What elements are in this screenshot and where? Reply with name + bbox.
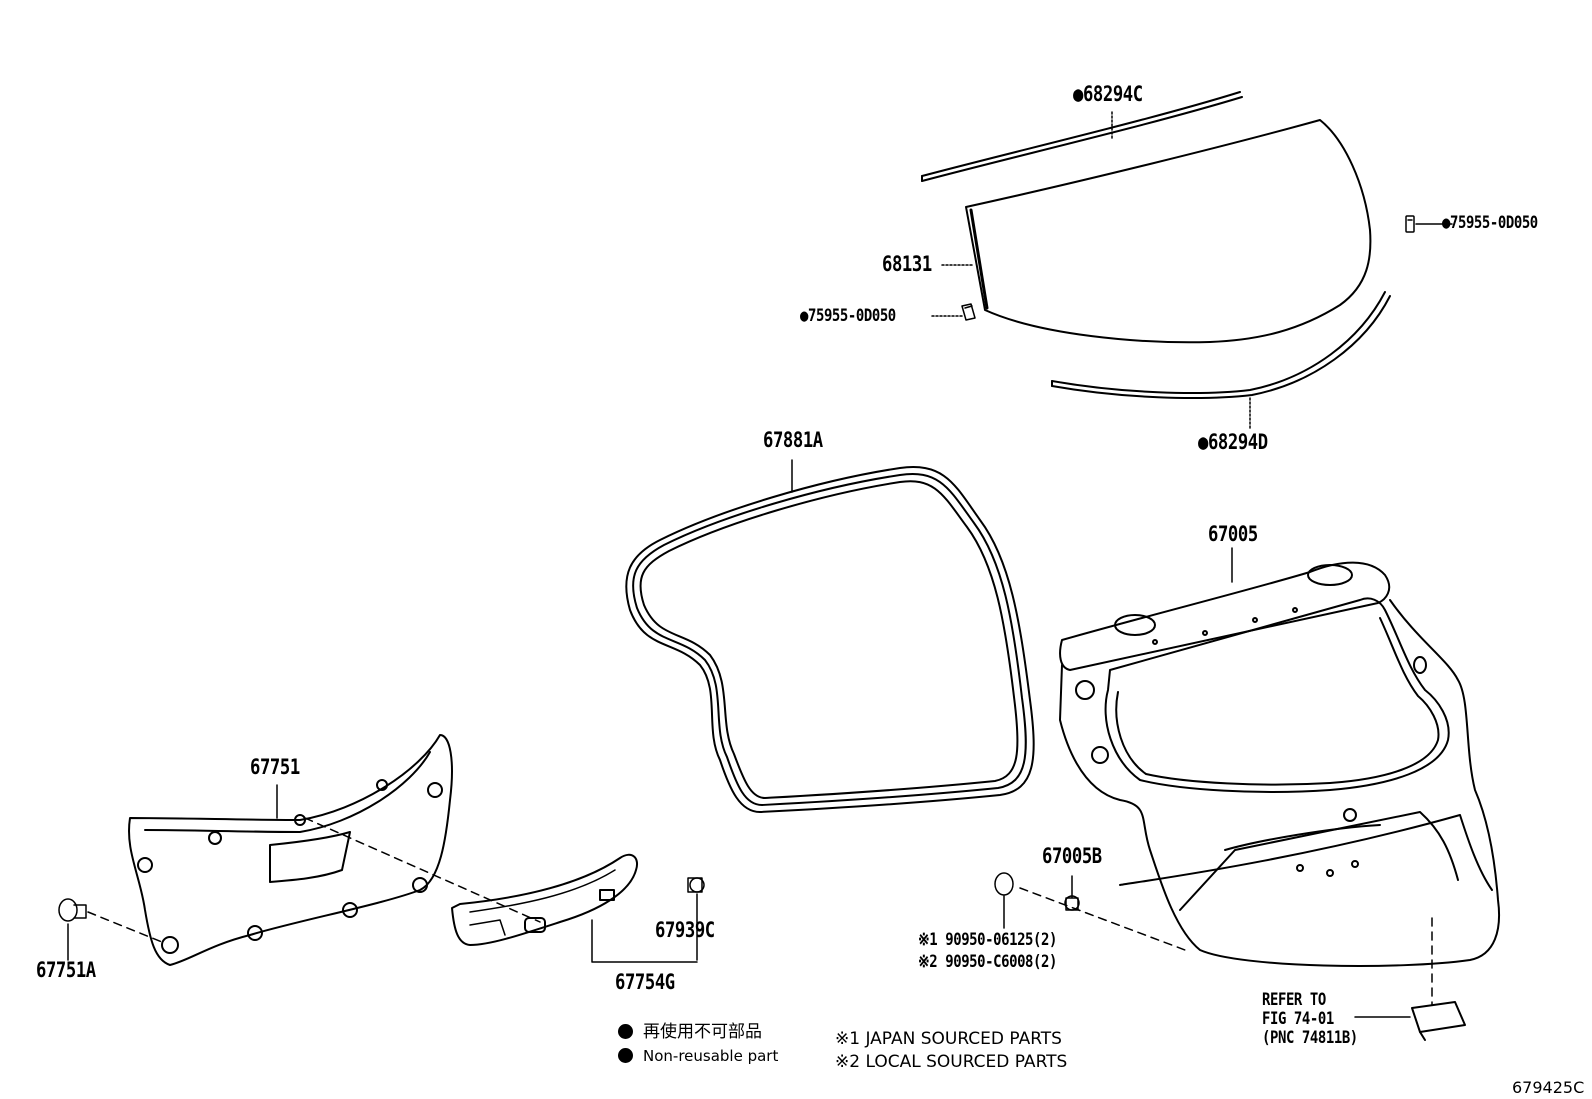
- label-75955-right: ●75955-0D050: [1442, 213, 1538, 233]
- label-note-1: ※1 90950-06125(2): [918, 930, 1058, 950]
- label-67881a: 67881A: [763, 428, 823, 452]
- bullet-icon: [618, 1048, 633, 1063]
- label-refer-2: FIG 74-01: [1262, 1009, 1334, 1029]
- dash-trim-to-handle: [304, 817, 541, 923]
- legend-japan-sourced: ※1 JAPAN SOURCED PARTS: [835, 1029, 1062, 1049]
- plug-90950: [994, 872, 1014, 896]
- clip-67939c: [687, 877, 705, 893]
- label-67005: 67005: [1208, 522, 1258, 546]
- label-67751a: 67751A: [36, 958, 96, 982]
- weatherstrip-67881a: [625, 466, 1035, 813]
- dash-67751a: [87, 911, 163, 943]
- label-68131: 68131: [882, 252, 932, 276]
- bracket-67754g: [591, 919, 698, 963]
- lower-moulding-68294d: [1051, 291, 1391, 399]
- back-door-67005: [1059, 561, 1501, 967]
- label-refer-1: REFER TO: [1262, 990, 1326, 1010]
- upper-moulding-68294c: [921, 91, 1243, 182]
- clip-left: [961, 303, 976, 321]
- label-68294c: ●68294C: [1073, 82, 1143, 106]
- label-75955-left: ●75955-0D050: [800, 306, 896, 326]
- label-67005b: 67005B: [1042, 844, 1102, 868]
- legend-jp-text: 再使用不可部品: [643, 1022, 762, 1042]
- figure-id: 679425C: [1512, 1078, 1585, 1097]
- legend-jp: 再使用不可部品: [618, 1024, 762, 1041]
- label-refer-3: (PNC 74811B): [1262, 1028, 1358, 1048]
- legend-en-text: Non-reusable part: [643, 1047, 779, 1065]
- legend-en: Non-reusable part: [618, 1048, 778, 1064]
- label-67939c: 67939C: [655, 918, 715, 942]
- clip-67751a: [58, 898, 87, 922]
- trim-panel-67751: [128, 734, 453, 966]
- legend-local-sourced: ※2 LOCAL SOURCED PARTS: [835, 1052, 1068, 1072]
- label-67751: 67751: [250, 755, 300, 779]
- license-lamp: [1411, 1001, 1466, 1041]
- clip-right: [1405, 215, 1415, 233]
- label-note-2: ※2 90950-C6008(2): [918, 952, 1058, 972]
- bullet-icon: [618, 1024, 633, 1039]
- dash-to-door: [1019, 887, 1186, 951]
- label-68294d: ●68294D: [1198, 430, 1268, 454]
- handle-67754g: [451, 853, 638, 946]
- label-67754g: 67754G: [615, 970, 675, 994]
- back-glass-68131: [965, 119, 1372, 344]
